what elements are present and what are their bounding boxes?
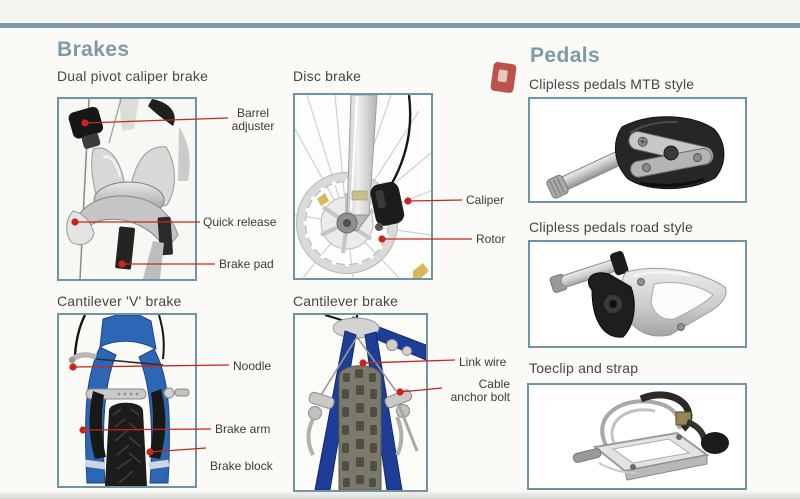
top-rule-bar (0, 23, 800, 28)
label-caliper: Caliper (466, 193, 505, 207)
brakes-section-heading: Brakes (57, 38, 130, 61)
clipless-pedal-mtb-photo (528, 97, 747, 203)
dual-pivot-caliper-brake-photo (57, 97, 197, 281)
cantilever-v-brake-photo (57, 313, 197, 488)
pedals-section-heading: Pedals (530, 44, 601, 67)
fig-title-cantilever-brake: Cantilever brake (293, 293, 399, 309)
mtb-pedal-illustration (530, 99, 745, 201)
fig-title-disc-brake: Disc brake (293, 68, 362, 84)
scan-photo-fragment (490, 61, 517, 94)
disc-brake-photo (293, 93, 433, 280)
label-rotor: Rotor (476, 232, 506, 246)
toeclip-illustration (529, 385, 745, 488)
dual-pivot-caliper-illustration (59, 99, 195, 279)
toeclip-pedal-photo (527, 383, 747, 490)
clipless-pedal-road-photo (528, 240, 747, 348)
disc-brake-illustration (295, 95, 431, 278)
label-quick-release: Quick release (203, 215, 277, 229)
label-brake-arm: Brake arm (215, 422, 271, 436)
fig-title-mtb-pedal: Clipless pedals MTB style (529, 76, 695, 92)
label-barrel-adjuster: Barrel adjuster (231, 106, 275, 133)
label-brake-pad: Brake pad (219, 257, 274, 271)
v-brake-illustration (59, 315, 195, 486)
fig-title-dual-pivot: Dual pivot caliper brake (57, 68, 209, 84)
label-brake-block: Brake block (210, 459, 273, 473)
road-pedal-illustration (530, 242, 745, 346)
fig-title-v-brake: Cantilever 'V' brake (57, 293, 182, 309)
cantilever-brake-illustration (295, 315, 426, 490)
page-bottom-edge (0, 492, 800, 499)
cantilever-brake-photo (293, 313, 428, 492)
label-link-wire: Link wire (459, 355, 507, 369)
label-noodle: Noodle (233, 359, 272, 373)
fig-title-road-pedal: Clipless pedals road style (529, 219, 693, 235)
page-top-margin (0, 0, 800, 23)
fig-title-toeclip: Toeclip and strap (529, 360, 639, 376)
label-cable-anchor-bolt: Cable anchor bolt (450, 377, 510, 404)
